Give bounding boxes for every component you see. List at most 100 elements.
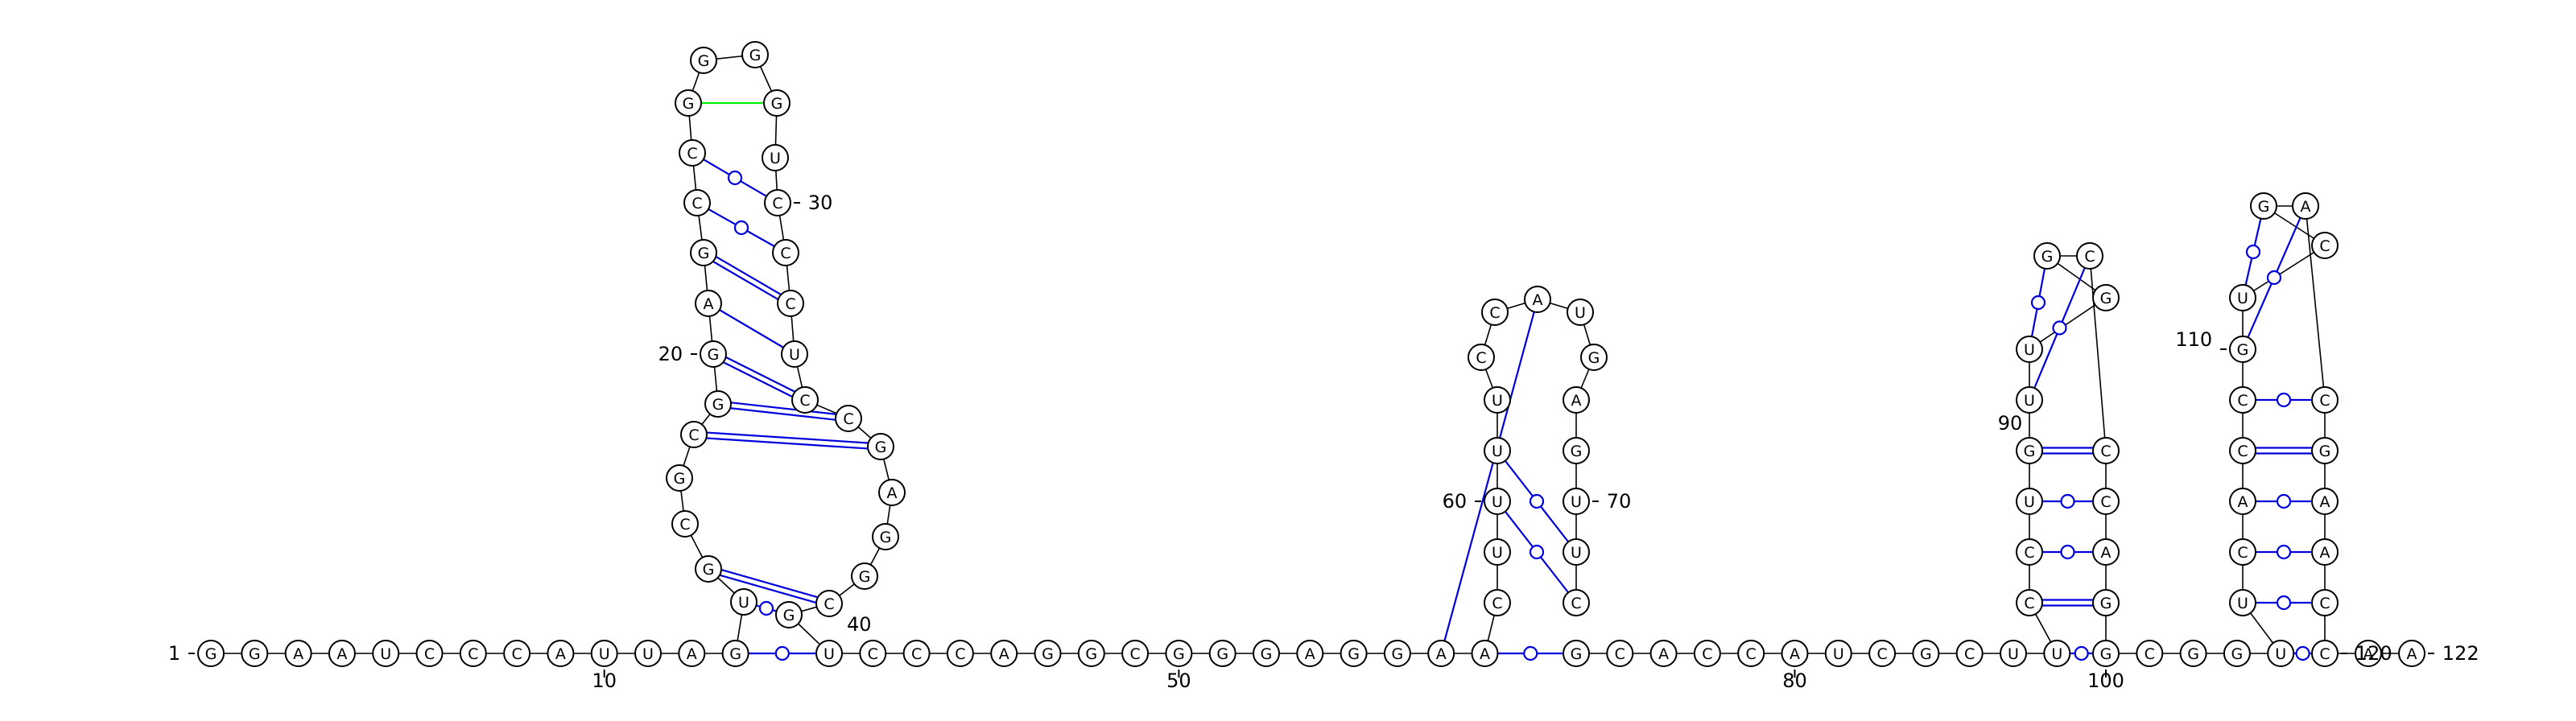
nucleotide-100: G [2092,640,2120,667]
nucleotide-letter: C [2319,237,2330,255]
nucleotide-54: G [1340,640,1368,667]
nucleotide-circle [683,189,711,216]
nucleotide-letter: C [424,645,435,663]
nucleotide-84: C [1955,640,1984,667]
nucleotide-circle [2092,437,2120,464]
nucleotide-27: G [741,41,769,68]
nucleotide-letter: C [799,392,810,410]
nucleotide-letter: G [2231,645,2244,663]
nucleotide-circle [1077,640,1105,667]
nucleotide-20: G [700,340,727,368]
nucleotide-letter: U [599,645,610,663]
nucleotide-22: G [690,239,717,266]
nucleotide-circle [1165,640,1193,667]
nucleotide-circle [2311,437,2339,464]
nucleotide-circle [777,290,804,317]
nucleotide-119: C [2311,589,2339,616]
nucleotide-37: A [878,479,906,506]
wobble-pair-marker [2074,645,2089,661]
nucleotide-14: U [730,588,758,616]
nucleotide-57: A [1471,640,1499,667]
nucleotide-113: G [2250,192,2277,220]
nucleotide-85: U [2000,640,2027,667]
nucleotide-36: G [867,433,894,460]
nucleotide-75: G [1563,640,1590,667]
nucleotide-letter: A [1571,392,1582,410]
nucleotide-circle [781,340,808,368]
nucleotide-61: U [1484,437,1511,464]
nucleotide-72: C [1563,589,1590,616]
nucleotide-90: G [2016,437,2043,464]
position-label-70: 70 [1607,490,1632,513]
position-label-10: 10 [592,670,617,692]
nucleotide-letter: A [1658,645,1669,663]
nucleotide-6: C [415,640,444,667]
nucleotide-letter: C [2100,493,2111,511]
nucleotide-29: U [762,144,789,171]
nucleotide-letter: U [738,594,749,612]
nucleotide-78: C [1693,640,1721,667]
nucleotide-letter: C [1876,645,1887,663]
nucleotide-circle [859,640,887,667]
nucleotide-circle [2076,242,2103,270]
nucleotide-circle [1781,640,1809,667]
position-label-40: 40 [847,613,872,636]
nucleotide-letter: A [1533,291,1543,309]
nucleotide-69: G [1563,437,1590,464]
nucleotide-letter: C [2024,595,2034,612]
wobble-pair-marker [774,645,790,661]
nucleotide-circle [1034,640,1062,667]
nucleotide-letter: U [642,645,654,663]
nucleotide-letter: U [789,346,800,364]
nucleotide-17: G [666,464,693,492]
nucleotide-letter: G [771,95,783,113]
nucleotide-letter: G [1348,645,1360,663]
nucleotide-circle [772,239,799,266]
nucleotide-circle [2229,284,2256,311]
nucleotide-circle [1563,386,1590,414]
nucleotide-letter: G [1588,349,1600,367]
nucleotide-letter: U [1492,493,1503,511]
nucleotide-107: A [2229,488,2256,515]
nucleotide-circle [815,590,843,617]
nucleotide-70: U [1563,488,1590,515]
nucleotide-letter: C [1129,645,1140,663]
nucleotide-circle [1563,538,1590,566]
nucleotide-letter: G [749,47,762,64]
nucleotide-circle [2229,488,2256,515]
nucleotide-letter: A [2301,198,2311,216]
nucleotide-86: U [2043,640,2071,667]
nucleotide-letter: C [1615,645,1625,663]
position-label-110: 110 [2175,328,2212,351]
nucleotide-letter: A [2407,645,2417,663]
nucleotide-circle [1868,640,1897,667]
nucleotide-46: A [990,640,1018,667]
nucleotide-68: A [1563,386,1590,414]
nucleotide-letter: G [1085,645,1097,663]
nucleotide-48: G [1077,640,1105,667]
nucleotide-91: U [2016,386,2043,414]
nucleotide-94: G [2033,242,2061,270]
nucleotide-letter: G [1920,645,1932,663]
nucleotide-letter: C [2024,544,2034,562]
nucleotide-115: C [2311,386,2339,414]
nucleotide-letter: U [770,150,781,167]
nucleotide-circle [2016,589,2043,616]
nucleotide-circle [815,640,843,667]
nucleotide-circle [2016,386,2043,414]
nucleotide-33: U [781,340,808,368]
nucleotide-59: U [1484,538,1511,566]
nucleotide-letter: G [859,568,871,586]
nucleotide-circle [741,41,769,68]
nucleotide-circle [590,640,618,667]
nucleotide-52: G [1253,640,1280,667]
nucleotide-circle [1563,437,1590,464]
nucleotide-10: U [590,640,618,667]
nucleotide-117: A [2311,488,2339,515]
nucleotide-circle [2043,640,2071,667]
nucleotide-circle [946,640,974,667]
nucleotide-63: C [1468,344,1495,371]
nucleotide-circle [2136,640,2164,667]
nucleotide-circle [1484,488,1511,515]
